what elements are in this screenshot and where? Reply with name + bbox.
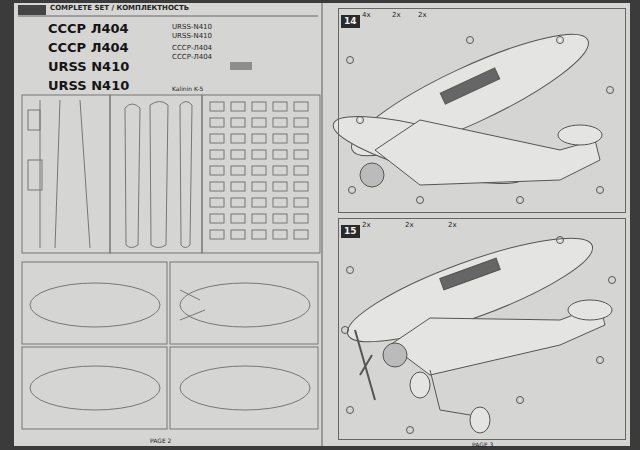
decal-text: URSS-N410 <box>172 33 212 40</box>
part-outline <box>294 214 308 223</box>
part-outline <box>210 150 224 159</box>
callout-circle <box>417 197 424 204</box>
part-outline <box>294 198 308 207</box>
part-outline <box>252 230 266 239</box>
callout-circle <box>342 327 349 334</box>
decal-text: URSS-N410 <box>172 24 212 31</box>
logo <box>18 5 46 15</box>
part-outline <box>210 118 224 127</box>
callout-circle <box>407 427 414 434</box>
part-outline <box>210 166 224 175</box>
callout-circle <box>347 407 354 414</box>
wing-sprues <box>22 262 318 429</box>
paper <box>14 3 630 446</box>
part-outline <box>210 230 224 239</box>
part-outline <box>252 198 266 207</box>
part-outline <box>294 230 308 239</box>
rule <box>18 16 318 17</box>
section-header: COMPLETE SET / КОМПЛЕКТНОСТЬ <box>50 5 192 12</box>
callout-circle <box>607 87 614 94</box>
decal-text: СССР Л404 <box>48 41 129 54</box>
part-outline <box>273 182 287 191</box>
callout-circle <box>349 187 356 194</box>
header-text: COMPLETE SET / КОМПЛЕКТНОСТЬ <box>50 5 192 12</box>
small-parts <box>210 102 308 239</box>
part-outline <box>210 182 224 191</box>
part-outline <box>294 134 308 143</box>
part-outline <box>294 182 308 191</box>
part-outline <box>252 118 266 127</box>
callout-circle <box>347 57 354 64</box>
part-outline <box>210 134 224 143</box>
sprues <box>22 95 320 253</box>
fold <box>321 3 323 446</box>
part-outline <box>252 102 266 111</box>
callout-circle <box>517 197 524 204</box>
callout-circle <box>609 277 616 284</box>
part-outline <box>273 166 287 175</box>
quantity: 4x <box>362 12 371 19</box>
callout-circle <box>467 37 474 44</box>
part-outline <box>294 150 308 159</box>
part-outline <box>231 182 245 191</box>
quantity: 2x <box>405 222 414 229</box>
part-outline <box>231 214 245 223</box>
callout-circle <box>597 187 604 194</box>
page-number: PAGE 3 <box>472 442 493 448</box>
part-outline <box>273 134 287 143</box>
part-outline <box>273 150 287 159</box>
part-outline <box>231 230 245 239</box>
decal-text: СССР-Л404 <box>172 54 212 61</box>
callout-circle <box>517 397 524 404</box>
decal-text: СССР-Л404 <box>172 45 212 52</box>
part-outline <box>210 198 224 207</box>
part-outline <box>231 150 245 159</box>
step-number: 15 <box>341 225 360 238</box>
part-outline <box>252 134 266 143</box>
aircraft-drawing <box>338 219 612 433</box>
part-outline <box>294 166 308 175</box>
page-number: PAGE 2 <box>150 438 171 444</box>
part-outline <box>273 214 287 223</box>
decal-text: URSS N410 <box>48 60 129 73</box>
quantity: 2x <box>418 12 427 19</box>
step-number: 14 <box>341 15 360 28</box>
part-outline <box>231 134 245 143</box>
part-outline <box>231 102 245 111</box>
callout-circles <box>342 37 616 434</box>
part-outline <box>273 198 287 207</box>
callout-circle <box>597 357 604 364</box>
quantity: 2x <box>362 222 371 229</box>
decal-text: URSS N410 <box>48 79 129 92</box>
callout-circle <box>357 117 364 124</box>
part-outline <box>252 166 266 175</box>
callout-circle <box>557 237 564 244</box>
part-outline <box>252 150 266 159</box>
caption-text: Kalinin K-5 <box>172 86 203 92</box>
quantity: 2x <box>392 12 401 19</box>
part-outline <box>231 166 245 175</box>
part-outline <box>231 118 245 127</box>
part-outline <box>273 230 287 239</box>
decal-text: СССР Л404 <box>48 22 129 35</box>
callout-circle <box>557 37 564 44</box>
aircraft-drawing <box>328 15 602 197</box>
part-outline <box>210 214 224 223</box>
callout-circle <box>347 267 354 274</box>
part-outline <box>273 102 287 111</box>
color-swatch <box>230 62 252 70</box>
step-panel: 15 <box>338 218 626 440</box>
step-panel: 14 <box>338 8 626 213</box>
quantity: 2x <box>448 222 457 229</box>
part-outline <box>252 182 266 191</box>
part-outline <box>231 198 245 207</box>
part-outline <box>273 118 287 127</box>
part-outline <box>294 118 308 127</box>
part-outline <box>210 102 224 111</box>
part-outline <box>294 102 308 111</box>
part-outline <box>252 214 266 223</box>
